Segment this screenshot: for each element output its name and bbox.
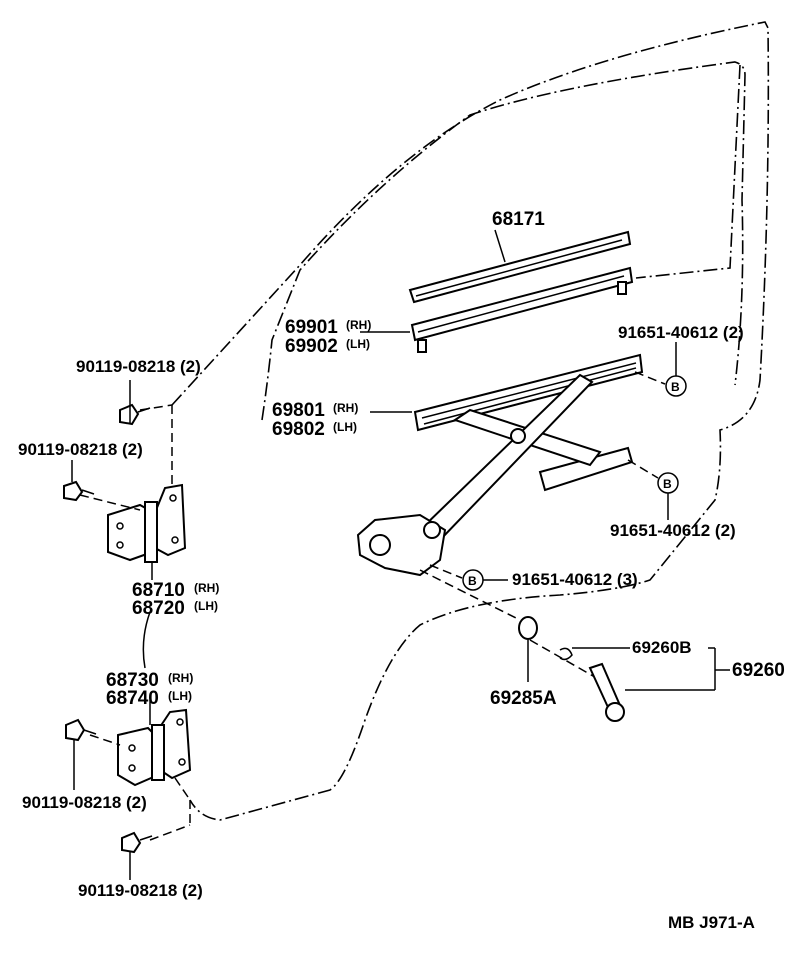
label-69802-lh: (LH) <box>333 420 357 434</box>
label-90119-a: 90119-08218 (2) <box>76 357 201 376</box>
ref-b-mid: B <box>663 477 672 491</box>
part-labels: 68171 69901 (RH) 69902 (LH) 69801 (RH) 6… <box>18 209 785 932</box>
label-69801-rh: (RH) <box>333 401 358 415</box>
label-69902-lh: (LH) <box>346 337 370 351</box>
label-90119-b: 90119-08218 (2) <box>18 440 143 459</box>
label-90119-d: 90119-08218 (2) <box>78 881 203 900</box>
label-68710-rh: (RH) <box>194 581 219 595</box>
part-69801-regulator <box>356 353 644 577</box>
ref-b-markers: B B B <box>429 342 687 591</box>
part-69285A-washer <box>518 616 538 640</box>
label-68730: 68730 <box>106 670 159 691</box>
label-68710: 68710 <box>132 580 185 601</box>
label-68720: 68720 <box>132 598 185 619</box>
label-69260: 69260 <box>732 660 785 681</box>
ref-b-top: B <box>671 380 680 394</box>
label-68720-lh: (LH) <box>194 599 218 613</box>
label-91651-low: 91651-40612 (3) <box>512 570 638 589</box>
door-outline <box>171 21 770 821</box>
label-91651-mid: 91651-40612 (2) <box>610 521 736 540</box>
label-68740: 68740 <box>106 688 159 709</box>
bolt-a <box>119 380 151 426</box>
footer-ref: MB J971-A <box>668 913 755 932</box>
label-69901-rh: (RH) <box>346 318 371 332</box>
bolt-c <box>65 718 97 790</box>
lower-hinge-68730 <box>89 611 192 841</box>
label-69902: 69902 <box>285 336 338 357</box>
part-69901-channel <box>360 266 634 353</box>
bolt-b <box>63 460 95 502</box>
label-69802: 69802 <box>272 419 325 440</box>
ref-b-low: B <box>468 574 477 588</box>
upper-hinge-68710 <box>79 404 187 580</box>
label-68171: 68171 <box>492 209 545 230</box>
label-91651-top: 91651-40612 (2) <box>618 323 744 342</box>
label-69801: 69801 <box>272 400 325 421</box>
part-68171-strip <box>408 229 632 304</box>
label-69901: 69901 <box>285 317 338 338</box>
crank-handle-assembly <box>419 569 730 722</box>
bolts <box>63 380 153 880</box>
label-68730-rh: (RH) <box>168 671 193 685</box>
bolt-d <box>121 831 153 880</box>
label-69285A: 69285A <box>490 688 557 709</box>
label-68740-lh: (LH) <box>168 689 192 703</box>
label-90119-c: 90119-08218 (2) <box>22 793 147 812</box>
label-69260B: 69260B <box>632 638 692 657</box>
